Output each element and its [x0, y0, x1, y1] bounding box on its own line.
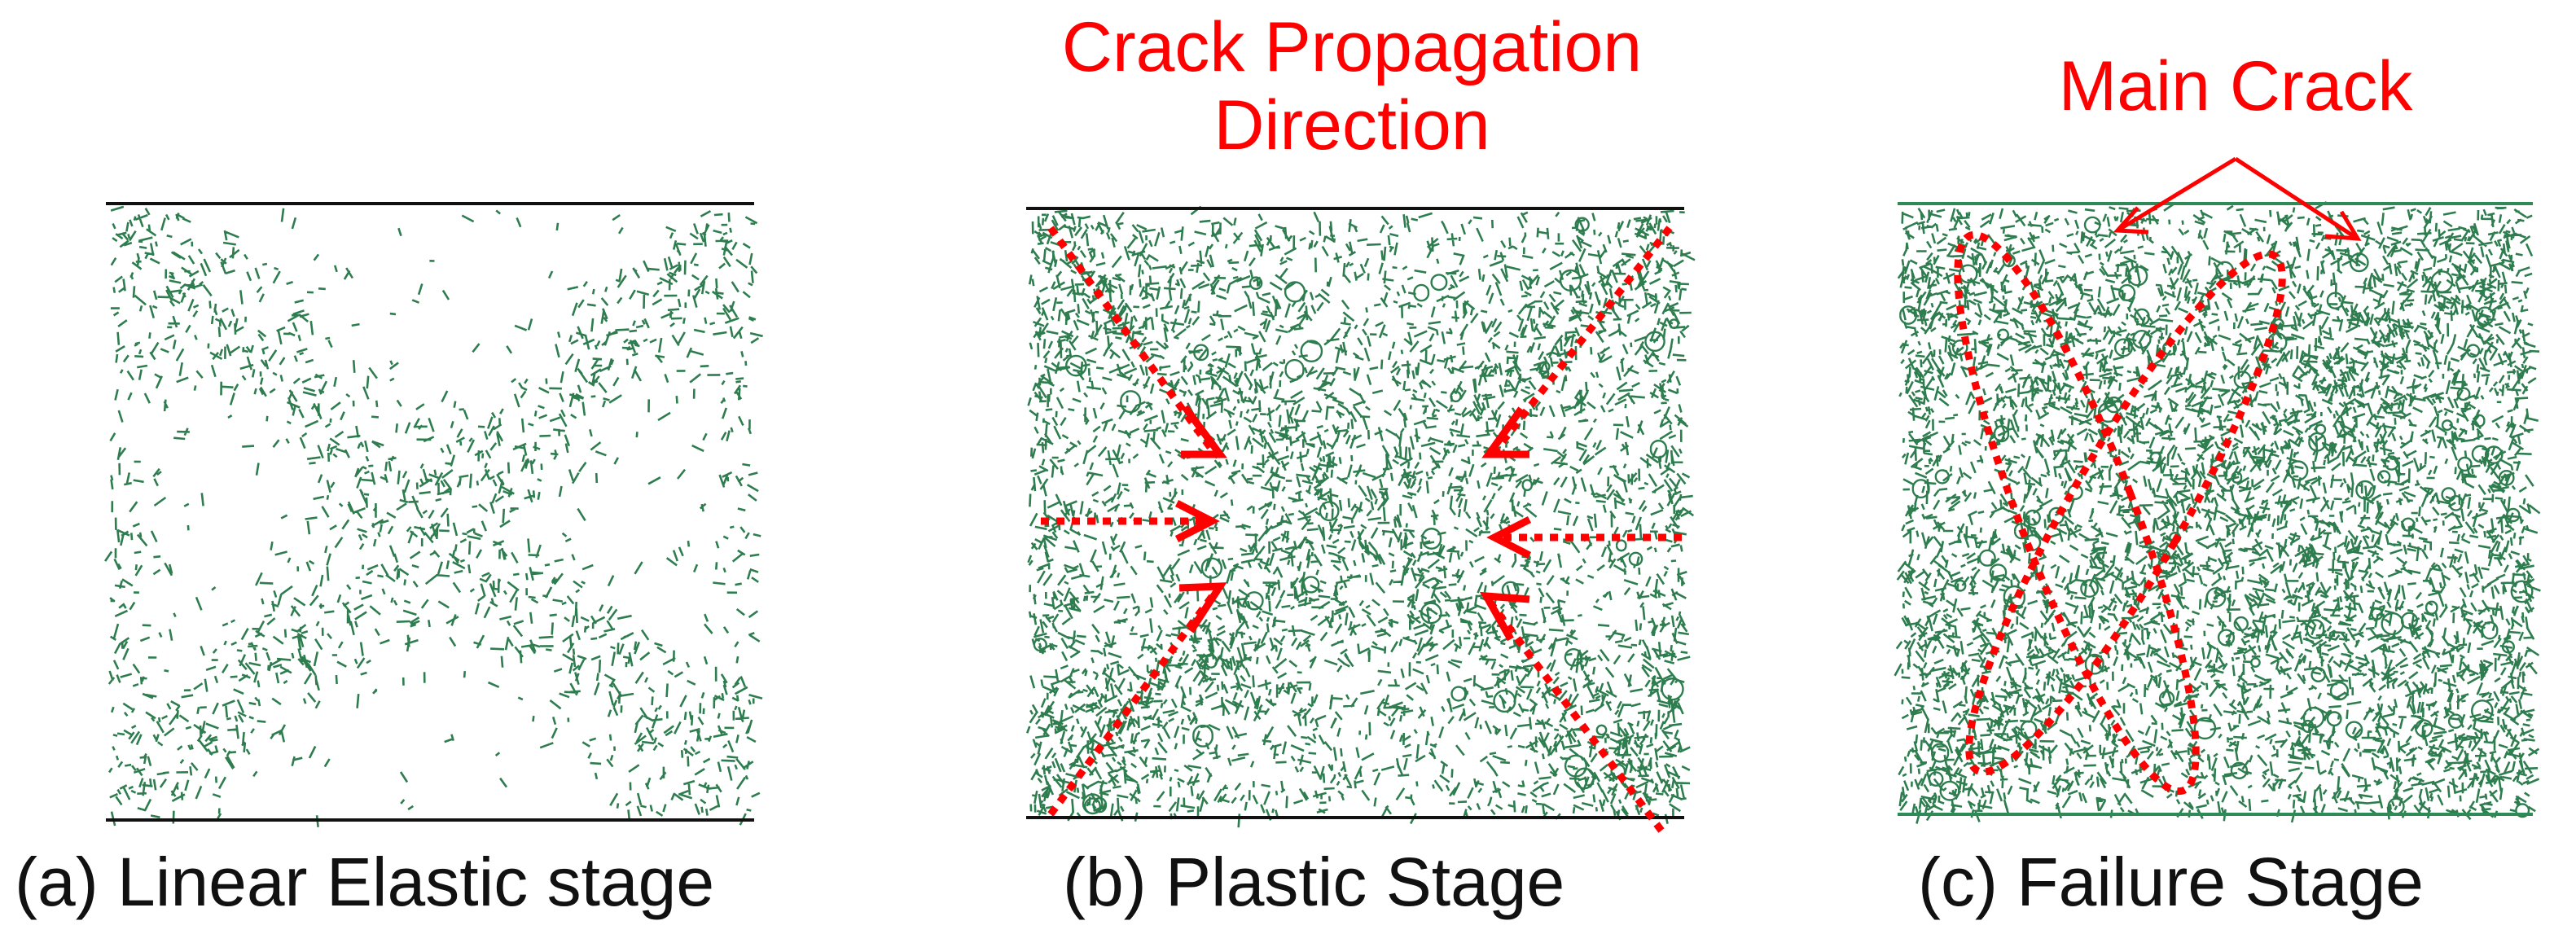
panel-a-caption: (a) Linear Elastic stage [15, 844, 715, 920]
panel-c-annotation: Main Crack [2058, 47, 2413, 125]
arrowhead-top-right [1481, 406, 1529, 458]
main-crack-ellipse-left [1954, 230, 2200, 796]
arrow-top-right [1491, 226, 1673, 454]
panel-c-caption: (c) Failure Stage [1918, 844, 2424, 920]
arrowhead-mid-right [1486, 515, 1532, 559]
arrow-bottom-right [1487, 600, 1665, 833]
panel-a-crack-field [104, 205, 763, 827]
cracks-c-strokes [1894, 200, 2541, 824]
arrowhead-bottom-right [1479, 591, 1530, 642]
panel-b-caption: (b) Plastic Stage [1063, 844, 1565, 920]
panel-b-annotation-line2: Direction [1213, 86, 1490, 164]
panel-c-crack-field [1894, 200, 2541, 824]
panel-c-pointer-arrows [2113, 156, 2362, 241]
panel-b-direction-arrows [1041, 226, 1682, 833]
main-crack-ellipse-right [1965, 250, 2286, 776]
pointer-right [2234, 156, 2355, 239]
panel-a-specimen [104, 202, 763, 827]
panel-b-crack-field [1025, 205, 1696, 828]
arrowhead-mid-left [1174, 499, 1220, 543]
pointer-left [2120, 156, 2237, 230]
pointer-left-head [2113, 206, 2149, 235]
panel-b-annotation-line1: Crack Propagation [1061, 8, 1643, 86]
cracks-b-pores [1033, 217, 1684, 815]
cracks-b-strokes [1025, 205, 1696, 828]
arrowhead-bottom-left [1178, 582, 1227, 634]
panel-c-specimen [1894, 156, 2541, 824]
arrowhead-top-left [1181, 405, 1227, 458]
panel-b-annotation: Crack Propagation Direction [1026, 8, 1678, 164]
panel-c-main-crack-ellipses [1954, 230, 2286, 796]
cracks-a-strokes [104, 205, 763, 827]
pointer-right-head [2324, 210, 2362, 241]
panel-b-specimen [1025, 205, 1696, 833]
